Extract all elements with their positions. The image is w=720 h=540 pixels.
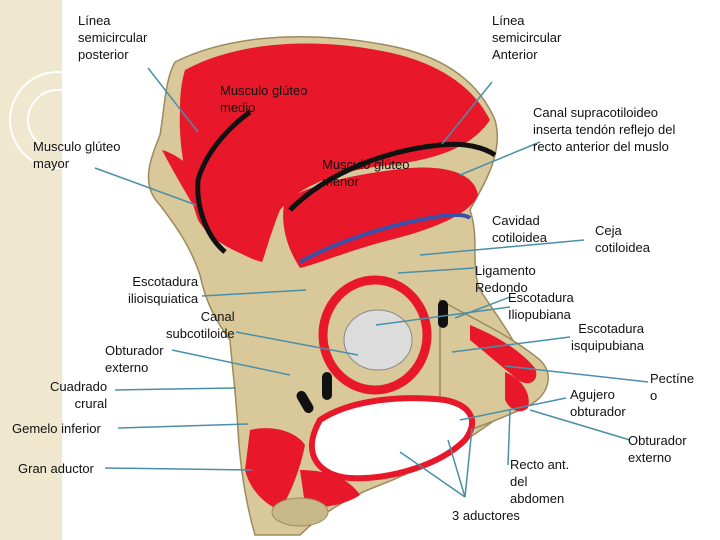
label-cuadrado-crural: Cuadrado crural [50,379,108,411]
pointer-line-cavidad [419,239,585,256]
label-ceja-cotiloidea: Ceja cotiloidea [595,223,650,255]
label-escotadura-iliopubiana: Escotadura Iliopubiana [508,290,574,322]
pointer-line-gran-aductor [104,467,253,471]
pointer-line-canal-supracotiloideo [459,141,541,176]
label-obturador-externo-right: Obturador externo [628,433,687,465]
label-escotadura-ilioisquiatica: Escotadura ilioisquiatica [128,274,199,306]
label-gemelo-inferior: Gemelo inferior [12,421,101,436]
anterior-semicircular-line [288,141,497,212]
pointer-line-linea-anterior [441,81,493,145]
pointer-line-aductor-3 [464,427,473,498]
ischial-tuberosity [271,497,329,527]
pointer-line-gluteo-mayor [94,167,197,206]
label-cavidad-cotiloidea: Cavidad cotiloidea [492,213,547,245]
pointer-line-obturador-right [529,409,631,441]
decor-circle [27,89,89,151]
pointer-line-iliopubiana [454,296,511,319]
pointer-line-obturador-ext [171,349,291,376]
obturator-foramen [308,395,476,482]
adductor-region [300,470,360,507]
gluteus-medius-region [179,43,490,263]
acetabular-fossa [343,309,413,371]
pointer-line-aductor-1 [399,451,466,498]
pointer-line-ligamento [397,267,475,274]
notch-mark [296,390,314,414]
pointer-line-aductor-2 [447,439,466,498]
label-recto-abdomen: Recto ant. del abdomen [510,457,570,506]
pointer-line-isquipubiana [451,336,571,353]
acetabulum-rim [318,275,432,395]
notch-mark [438,300,448,328]
posterior-semicircular-line [195,109,252,254]
pectineus-region [470,325,537,384]
label-gluteo-mayor: Musculo glúteo mayor [33,139,121,171]
pointer-line-linea-posterior [147,67,199,133]
label-ligamento-redondo: Ligamento Redondo [475,263,536,295]
pointer-lines [94,67,649,498]
label-gran-aductor: Gran aductor [18,461,94,476]
pointer-line-canal-subcotiloide [235,331,359,356]
label-canal-subcotiloide: Canal subcotiloide [166,309,235,341]
label-tres-aductores: 3 aductores [452,508,520,523]
pointer-line-agujero [459,397,567,421]
label-agujero-obturador: Agujero obturador [570,387,626,419]
obturator-externus-region [505,372,529,412]
label-linea-anterior: Línea semicircular Anterior [492,13,562,62]
gluteus-maximus-region [162,150,262,262]
decor-circle [9,71,107,169]
label-pectineo: Pectíne o [650,371,695,403]
pointer-line-ilioisquiatica [201,289,307,297]
gluteus-minimus-region [283,167,478,268]
inferior-gluteal-line [299,213,472,264]
label-gluteo-menor: Musculo glúteo menor [322,157,410,189]
label-gluteo-medio: Musculo glúteo medio [220,83,308,115]
label-linea-posterior: Línea semicircular posterior [78,13,148,62]
pointer-line-pectineo [504,365,649,383]
pointer-line-recto [507,409,511,466]
adductor-region [245,428,305,510]
label-escotadura-isquipubiana: Escotadura isquipubiana [571,321,645,353]
pointer-line-gemelo [117,423,249,429]
pointer-line-iliopubiana-2 [375,306,511,326]
label-obturador-externo-left: Obturador externo [105,343,164,375]
label-canal-supracotiloideo: Canal supracotiloideo inserta tendón ref… [533,105,676,154]
notch-mark [322,372,332,400]
pointer-line-cuadrado [114,387,237,391]
